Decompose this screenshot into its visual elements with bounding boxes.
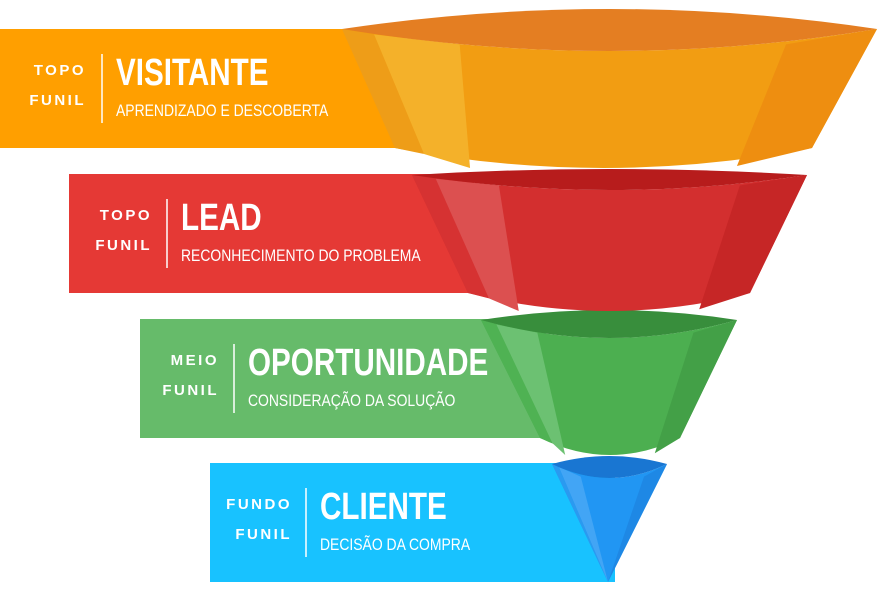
stage-subtitle: RECONHECIMENTO DO PROBLEMA [181,247,421,266]
funnel-edge-shade [342,29,425,154]
stage-title: VISITANTE [116,52,269,94]
stage-level-label: FUNDO [226,496,292,513]
funnel-highlight [558,467,608,582]
funnel-rim [481,310,737,338]
funnel-rim [412,169,807,190]
stage-level-label: MEIO [171,352,219,369]
funnel-right-shade [699,175,807,310]
stage-banner [0,29,405,148]
stage-banner [69,174,474,293]
funnel-stage-lead: TOPO FUNIL LEAD RECONHECIMENTO DO PROBLEMA [69,169,807,311]
funnel-right-shade [736,29,877,166]
stage-level-label: TOPO [34,62,86,79]
stage-subtitle: APRENDIZADO E DESCOBERTA [116,102,329,121]
stage-title: OPORTUNIDADE [248,342,488,384]
funnel-rim [552,456,667,478]
funnel-stage-oportunidade: MEIO FUNIL OPORTUNIDADE CONSIDERAÇÃO DA SOL… [140,310,737,455]
stage-funnel-label: FUNIL [95,237,152,254]
funnel-edge-shade [552,464,608,582]
stage-title: LEAD [181,197,262,239]
funnel-right-shade [654,320,737,454]
stage-funnel-label: FUNIL [29,92,86,109]
stage-banner [210,463,615,582]
funnel-highlight [435,178,519,311]
stage-funnel-label: FUNIL [162,382,219,399]
funnel-edge-shade [481,320,553,444]
stage-title: CLIENTE [320,486,447,528]
stage-banner [140,319,545,438]
funnel-stage-cliente: FUNDO FUNIL CLIENTE DECISÃO DA COMPRA [210,456,667,582]
funnel-highlight [496,324,566,455]
funnel-rim [342,9,877,51]
funnel-stage-visitante: TOPO FUNIL VISITANTE APRENDIZADO E DESCOBER… [0,9,877,168]
funnel-edge-shade [412,175,489,299]
stage-funnel-label: FUNIL [235,526,292,543]
stage-subtitle: DECISÃO DA COMPRA [320,536,471,555]
funnel-right-shade [608,464,667,582]
funnel-highlight [374,34,471,168]
stage-level-label: TOPO [100,207,152,224]
stage-subtitle: CONSIDERAÇÃO DA SOLUÇÃO [248,392,455,411]
funnel-body [342,29,877,168]
